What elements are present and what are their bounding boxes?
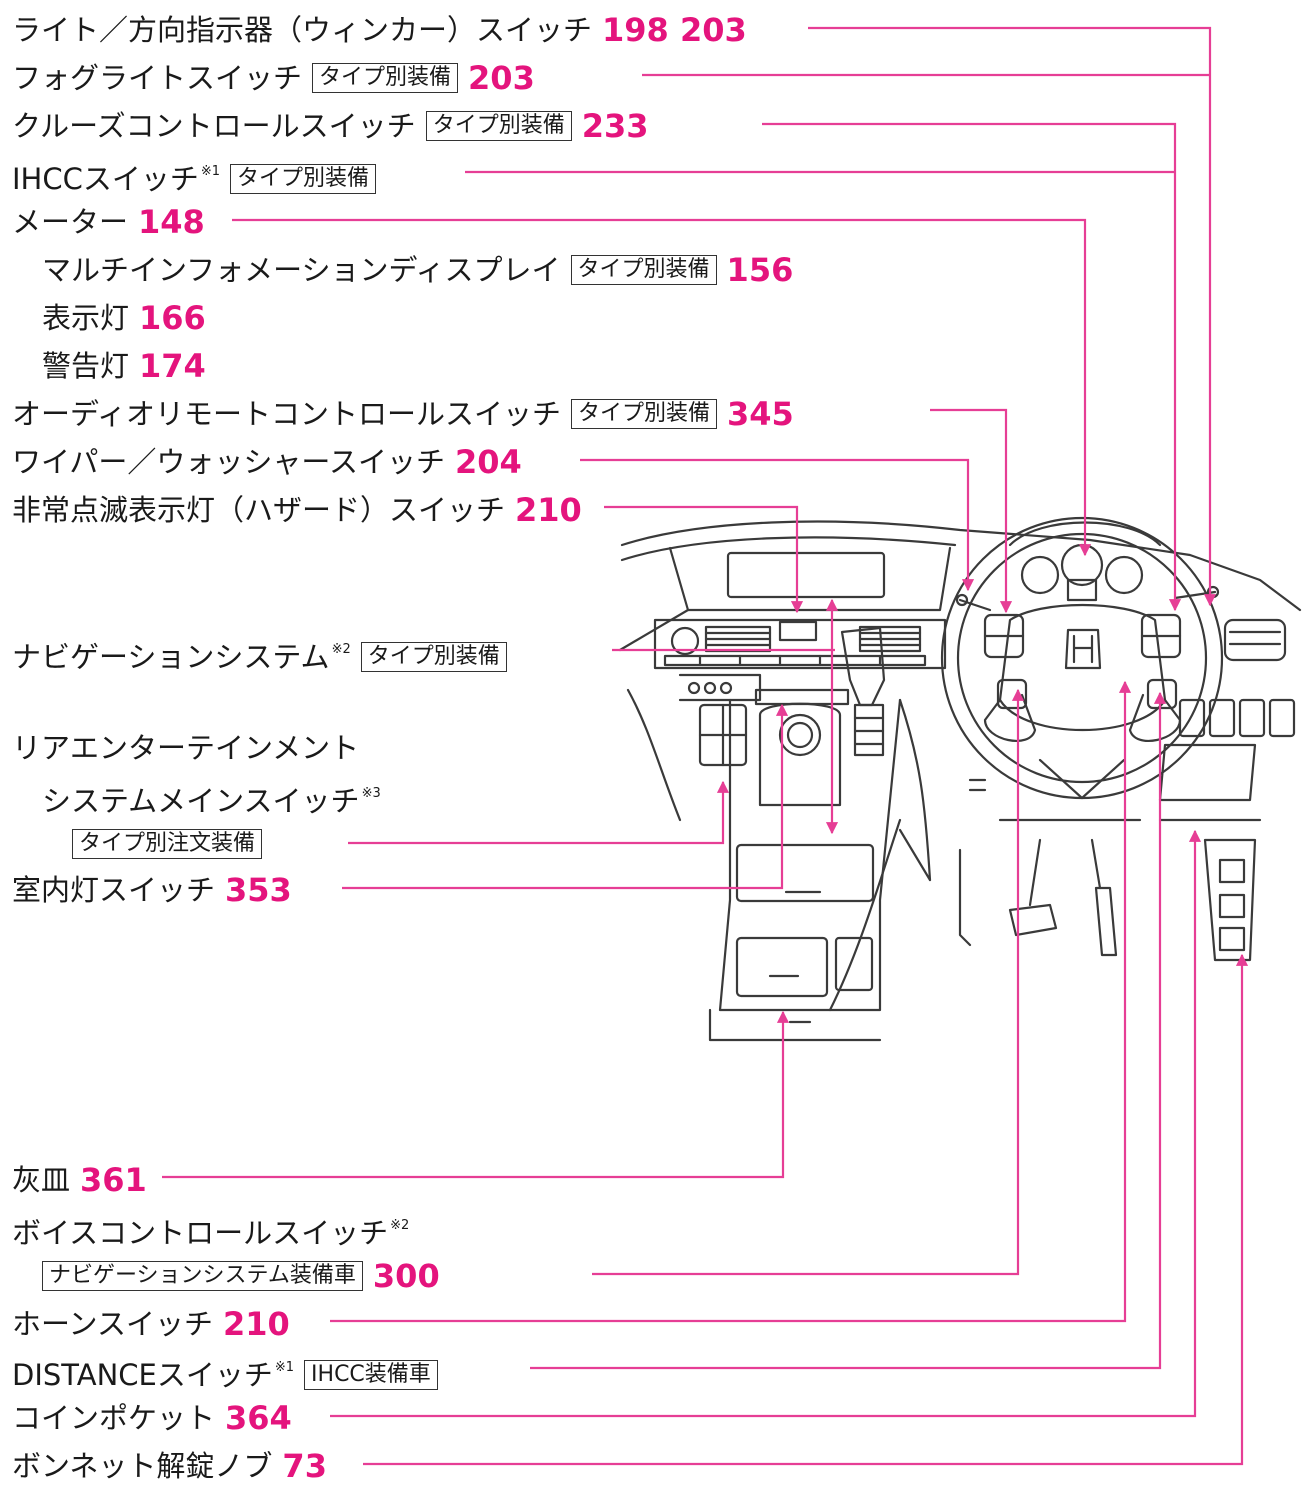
leader-rear-ent (348, 780, 730, 845)
page-ref[interactable]: 345 (727, 395, 794, 433)
footnote-mark: ※1 (274, 1360, 295, 1375)
glove-box (1158, 743, 1257, 802)
label-rear-ent-line2: システムメインスイッチ※3 (42, 784, 381, 818)
page-ref[interactable]: 198 203 (602, 11, 747, 49)
leader-hazard (604, 505, 804, 614)
leader-light-switch (808, 26, 1217, 607)
type-tag: タイプ別装備 (570, 399, 717, 429)
leader-distance (530, 691, 1167, 1370)
center-panel (653, 618, 947, 670)
top-display-screen (726, 551, 886, 599)
type-tag: タイプ別装備 (425, 111, 572, 141)
type-tag: タイプ別装備 (360, 642, 507, 672)
footnote-mark: ※3 (361, 786, 381, 801)
page-ref[interactable]: 203 (468, 59, 535, 97)
leader-coin-pocket (330, 829, 1202, 1418)
left-stalk (958, 598, 992, 612)
page-ref[interactable]: 353 (225, 871, 292, 909)
type-tag: ナビゲーションシステム装備車 (42, 1261, 363, 1291)
dash-upper-edge (620, 536, 957, 562)
brake-pedal (1008, 903, 1058, 937)
console-tray (735, 843, 875, 903)
leader-room-light (342, 703, 789, 890)
leader-ashtray (162, 1010, 790, 1179)
voice-switch (996, 678, 1028, 710)
page-ref[interactable]: 174 (139, 347, 206, 385)
page-ref[interactable]: 233 (581, 107, 649, 145)
type-tag: タイプ別装備 (230, 164, 377, 194)
leader-wiper (580, 458, 975, 592)
footnote-mark: ※2 (331, 642, 351, 657)
page-ref[interactable]: 166 (139, 299, 206, 337)
right-vent (1223, 618, 1287, 662)
center-console (718, 698, 902, 1012)
page-ref[interactable]: 73 (282, 1447, 327, 1485)
room-light-knob (778, 713, 822, 757)
type-tag: IHCC装備車 (304, 1360, 438, 1390)
label-rear-ent-tag: タイプ別注文装備 (62, 822, 263, 862)
leader-cruise-control (762, 122, 1182, 612)
shift-gate (758, 702, 842, 807)
left-console-side (626, 688, 682, 822)
accel-pedal (1094, 886, 1118, 957)
footnote-mark: ※2 (390, 1218, 410, 1233)
type-tag: タイプ別装備 (570, 255, 717, 285)
leader-bonnet (363, 953, 1249, 1466)
leader-audio-remote (930, 408, 1013, 614)
dash-top-outline (620, 520, 1302, 612)
leader-meter (232, 218, 1092, 557)
distance-switch (1146, 678, 1178, 710)
page-ref[interactable]: 210 (515, 491, 582, 529)
bonnet-release-panel (1203, 838, 1257, 962)
top-display-housing (668, 546, 952, 612)
leader-horn (330, 680, 1132, 1323)
leader-voice (592, 688, 1025, 1276)
honda-logo (1064, 628, 1102, 670)
type-tag: タイプ別注文装備 (72, 829, 263, 859)
ashtray-box (735, 936, 829, 998)
label-rear-ent-line1: リアエンターテインメント (12, 731, 360, 765)
page-ref[interactable]: 361 (80, 1161, 147, 1199)
type-tag: タイプ別装備 (312, 63, 459, 93)
page-ref[interactable]: 148 (138, 203, 205, 241)
label-voice-control: ボイスコントロールスイッチ※2 (12, 1216, 410, 1250)
page-ref[interactable]: 210 (222, 1305, 290, 1343)
footnote-mark: ※1 (200, 164, 221, 179)
page-ref[interactable]: 300 (372, 1257, 440, 1295)
page-ref[interactable]: 364 (225, 1399, 292, 1437)
page-ref[interactable]: 156 (726, 251, 794, 289)
label-voice-tag: ナビゲーションシステム装備車 300 (32, 1254, 440, 1295)
page-ref[interactable]: 204 (454, 443, 522, 481)
